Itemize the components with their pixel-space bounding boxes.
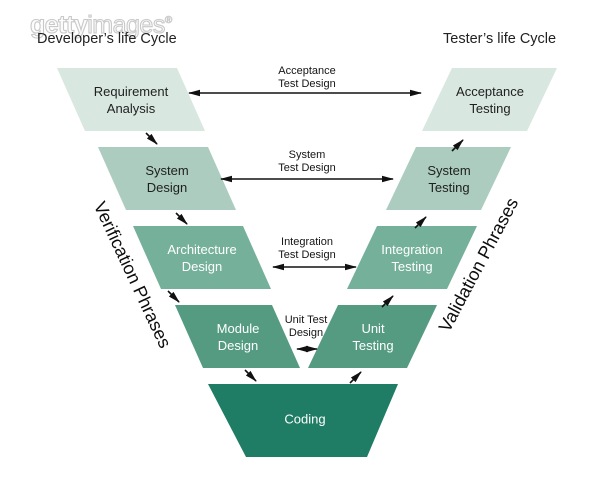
tester-lifecycle-heading: Tester’s life Cycle bbox=[443, 31, 557, 47]
watermark-getty: getty bbox=[29, 10, 88, 39]
flow-arrow-system-to-acceptance bbox=[451, 139, 464, 152]
watermark-images: images bbox=[87, 10, 166, 39]
shape-integration-testing bbox=[347, 226, 477, 289]
label-system-testing: System Testing bbox=[427, 163, 471, 195]
bridge-line1: Unit Test bbox=[284, 314, 328, 326]
flow-arrow-requirement-to-system bbox=[145, 132, 158, 145]
bridge-line2: Test Design bbox=[278, 162, 336, 174]
shape-module-design bbox=[175, 305, 300, 368]
label-unit-testing: Unit Testing bbox=[352, 321, 394, 353]
gettyimages-watermark: gettyimages® bbox=[29, 10, 173, 40]
label-integration-testing: Integration Testing bbox=[381, 242, 443, 274]
label-coding: Coding bbox=[284, 411, 326, 427]
bridge-line1: System bbox=[288, 149, 326, 161]
bridge-line2: Design bbox=[288, 327, 324, 339]
flow-arrow-module-to-coding bbox=[244, 369, 257, 382]
label-acceptance-testing: Acceptance Testing bbox=[456, 84, 524, 116]
shape-unit-testing bbox=[308, 305, 437, 368]
label-integration-test-design: Integration Test Design bbox=[278, 236, 335, 262]
shape-acceptance-testing bbox=[422, 68, 557, 131]
shape-requirement-analysis bbox=[57, 68, 205, 131]
flow-arrow-system-to-architecture bbox=[175, 212, 188, 225]
developer-lifecycle-heading: Developer’s life Cycle bbox=[37, 31, 177, 47]
shape-system-design bbox=[98, 147, 236, 210]
bridge-line2: Test Design bbox=[278, 249, 336, 261]
label-unit-test-design: Unit Test Design bbox=[285, 314, 328, 340]
label-system-design: System Design bbox=[145, 163, 189, 195]
bridge-line1: Integration bbox=[281, 236, 333, 248]
shape-system-testing bbox=[386, 147, 511, 210]
label-system-test-design: System Test Design bbox=[278, 149, 335, 175]
label-architecture-design: Architecture Design bbox=[167, 242, 237, 274]
shape-architecture-design bbox=[133, 226, 271, 289]
label-module-design: Module Design bbox=[216, 321, 260, 353]
label-requirement-analysis: Requirement Analysis bbox=[93, 84, 169, 116]
flow-arrow-unit-to-integration bbox=[381, 295, 394, 308]
label-acceptance-test-design: Acceptance Test Design bbox=[278, 65, 335, 91]
flow-arrow-coding-to-unit bbox=[349, 371, 362, 384]
registered-mark: ® bbox=[164, 15, 173, 27]
bridge-line2: Test Design bbox=[278, 78, 336, 90]
flow-arrow-integration-to-system bbox=[414, 216, 427, 229]
flow-arrow-architecture-to-module bbox=[167, 290, 180, 303]
bridge-line1: Acceptance bbox=[278, 65, 336, 77]
shape-coding bbox=[208, 384, 398, 457]
